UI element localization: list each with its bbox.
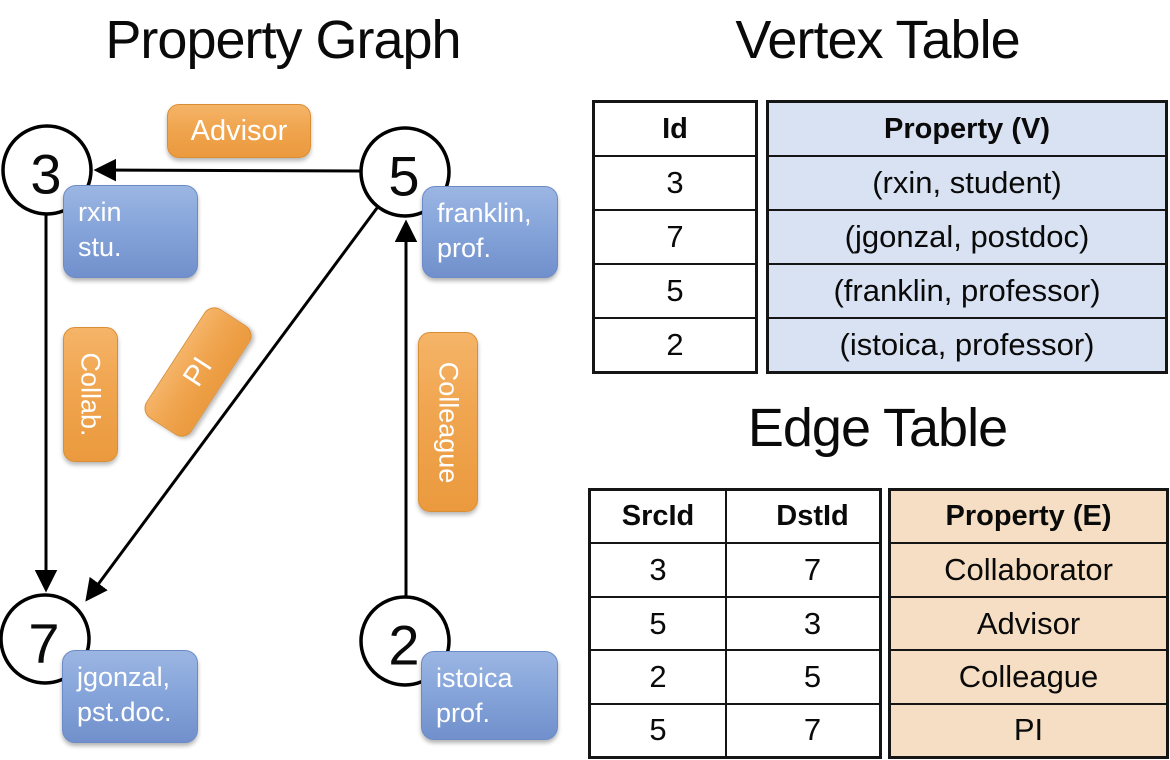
property-graph-panel: Property Graph 3 5 7 2 rx: [0, 10, 558, 743]
edge-dstid-header: DstId: [725, 491, 898, 543]
vertex-table-title: Vertex Table: [735, 10, 1020, 70]
node-id-2: 2: [388, 614, 419, 677]
edge-table-row: 5 7: [591, 702, 879, 757]
vertex-id-cell: 7: [595, 209, 755, 263]
vertex-id-cell: 3: [595, 155, 755, 209]
vertex-property-line: prof.: [436, 698, 491, 728]
edge-srcid-cell: 5: [649, 605, 667, 641]
vertex-property-box-7: jgonzal, pst.doc.: [62, 650, 198, 743]
edge-label-colleague: Colleague: [418, 332, 478, 512]
edge-table-header-row: SrcId DstId: [591, 491, 879, 543]
edge-property-cell: Advisor: [891, 595, 1166, 649]
edge-dstid-cell: 7: [725, 704, 898, 757]
edge-table-row: 3 7: [591, 542, 879, 596]
edge-dstid-cell: 7: [725, 544, 898, 596]
edge-property-cell: PI: [891, 702, 1166, 756]
vertex-property-box-5: franklin, prof.: [422, 186, 558, 278]
edge-srcid-cell: 2: [649, 658, 667, 694]
vertex-property-line: istoica: [436, 663, 513, 693]
edge-srcid-cell: 5: [649, 712, 667, 748]
edge-property-header: Property (E): [945, 500, 1112, 533]
edge-property-cell: Collaborator: [891, 542, 1166, 595]
edge-dstid-cell: 5: [725, 651, 898, 703]
vertex-property-cell: (jgonzal, postdoc): [769, 209, 1165, 263]
edge-label-text: PI: [176, 351, 219, 392]
vertex-property-cell: (rxin, student): [769, 155, 1165, 209]
edge-label-collab: Collab.: [63, 327, 118, 462]
node-id-7: 7: [28, 612, 59, 675]
vertex-property-cell: (istoica, professor): [769, 317, 1165, 371]
edge-table-row: 5 3: [591, 595, 879, 650]
edge-srcid-cell: 3: [649, 552, 667, 588]
vertex-property-line: prof.: [437, 233, 492, 263]
edge-table-property-column: Property (E) Collaborator Advisor Collea…: [888, 488, 1169, 759]
vertex-id-cell: 2: [595, 317, 755, 371]
edge-srcid-header: SrcId: [621, 500, 695, 533]
vertex-property-line: stu.: [78, 232, 122, 262]
vertex-property-cell: (franklin, professor): [769, 263, 1165, 317]
node-id-3: 3: [30, 143, 61, 206]
vertex-property-line: pst.doc.: [77, 697, 172, 727]
vertex-property-line: franklin,: [437, 198, 532, 228]
vertex-property-line: rxin: [78, 197, 122, 227]
vertex-id-cell: 5: [595, 263, 755, 317]
vertex-property-box-2: istoica prof.: [421, 651, 558, 740]
edge-property-cell: Colleague: [891, 649, 1166, 702]
vertex-property-line: jgonzal,: [77, 662, 171, 692]
edge-label-advisor: Advisor: [167, 104, 311, 158]
node-id-5: 5: [388, 145, 419, 208]
edge-arrow-5-to-3: [93, 158, 362, 182]
edge-label-text: Colleague: [433, 361, 464, 483]
edge-label-text: Advisor: [190, 114, 288, 147]
edge-label-text: Collab.: [76, 352, 107, 437]
edge-dstid-cell: 3: [725, 597, 898, 650]
edge-arrow-5-to-7: [85, 207, 379, 602]
vertex-id-header: Id: [662, 112, 688, 145]
edge-table-title: Edge Table: [747, 398, 1008, 458]
vertex-property-box-3: rxin stu.: [63, 185, 198, 278]
property-graph-title: Property Graph: [105, 10, 461, 70]
vertex-property-header: Property (V): [884, 112, 1050, 145]
vertex-table-id-column: Id 3 7 5 2: [592, 100, 758, 374]
edge-table-id-columns: SrcId DstId 3 7 5 3 2 5 5 7: [588, 488, 882, 759]
vertex-table-property-column: Property (V) (rxin, student) (jgonzal, p…: [766, 100, 1168, 374]
edge-table-row: 2 5: [591, 649, 879, 703]
